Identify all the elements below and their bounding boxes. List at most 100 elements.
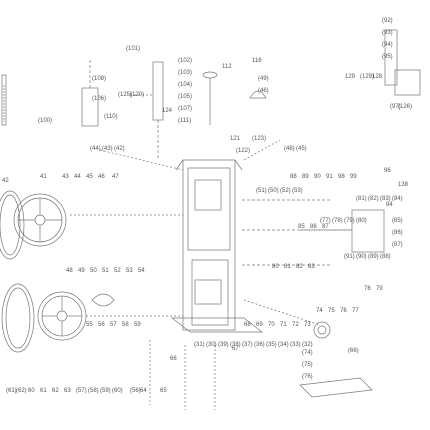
callout: 91 — [326, 174, 333, 180]
callout: 70 — [268, 322, 275, 328]
callout: 66 — [170, 356, 177, 362]
callout: (49) — [258, 76, 269, 82]
callout: (107) — [178, 106, 192, 112]
callout: 57 — [110, 322, 117, 328]
callout: 124 — [162, 108, 173, 114]
callout: (74) — [302, 350, 313, 356]
callout: 50 — [90, 268, 97, 274]
callout: 129 — [345, 74, 356, 80]
callout: (30) — [206, 342, 217, 348]
callout: (56) — [130, 388, 141, 394]
callout: (105) — [178, 94, 192, 100]
callout: 46 — [98, 174, 105, 180]
callout: (111) — [178, 118, 191, 124]
callout: (33) — [290, 342, 301, 348]
callout: (34) — [278, 342, 289, 348]
callout: 116 — [252, 58, 262, 64]
callout: (91) — [344, 254, 355, 260]
leader-lines — [70, 94, 321, 410]
blade-guide-bracket — [384, 29, 421, 96]
callout: (126) — [398, 104, 412, 110]
callout: 85 — [298, 224, 305, 230]
callout: (58) — [88, 388, 99, 394]
callout: (35) — [266, 342, 277, 348]
callout: 55 — [86, 322, 93, 328]
callout: (57) — [76, 388, 87, 394]
callout: 44 — [74, 174, 81, 180]
callout: 52 — [114, 268, 121, 274]
callout: 43 — [62, 174, 69, 180]
callout: 64 — [140, 388, 147, 394]
callout: (83) — [380, 196, 391, 202]
main-frame — [175, 159, 243, 331]
callout: 76 — [340, 308, 347, 314]
callout: (79) — [344, 218, 355, 224]
callout: (92) — [382, 18, 393, 24]
callout: 71 — [280, 322, 287, 328]
callout: 77 — [352, 308, 359, 314]
callout: (120) — [130, 92, 144, 98]
callout: (84) — [392, 196, 403, 202]
callout: (51) — [256, 188, 267, 194]
callout: 90 — [314, 174, 321, 180]
callout: 74 — [316, 308, 323, 314]
callout: 62 — [52, 388, 59, 394]
callout: (100) — [38, 118, 52, 124]
callout: (42) — [114, 146, 125, 152]
callout: 83 — [308, 264, 315, 270]
upper-bracket — [81, 60, 99, 127]
callout: (46) — [284, 146, 295, 152]
callout: (80) — [356, 218, 367, 224]
callout: 73 — [304, 322, 311, 328]
callout: (95) — [382, 54, 393, 60]
callout: (50) — [268, 188, 279, 194]
callout: (76) — [302, 374, 313, 380]
callout: 56 — [98, 322, 105, 328]
callout: 112 — [222, 64, 232, 70]
motor-pulley — [313, 321, 331, 339]
callout: (62) — [16, 388, 27, 394]
callout: 54 — [138, 268, 145, 274]
callout: 86 — [310, 224, 317, 230]
callout: 65 — [160, 388, 167, 394]
callout: 80 — [272, 264, 279, 270]
callout: (46) — [258, 88, 269, 94]
callout: 69 — [256, 322, 263, 328]
callout: 79 — [376, 286, 383, 292]
callout: 67 — [232, 346, 239, 352]
callout: (66) — [348, 348, 359, 354]
callout: (39) — [218, 342, 229, 348]
callout: 58 — [122, 322, 129, 328]
callout: (45) — [296, 146, 307, 152]
stand-leg — [299, 377, 373, 398]
lower-wheel-tire — [1, 283, 35, 353]
callout: (78) — [332, 218, 343, 224]
guard-cap — [249, 90, 267, 99]
callout: (102) — [178, 58, 192, 64]
upper-wheel-tire — [0, 190, 25, 260]
callout: 60 — [28, 388, 35, 394]
callout: 88 — [290, 174, 297, 180]
callout: (43) — [102, 146, 113, 152]
callout: 51 — [102, 268, 109, 274]
callout: 78 — [364, 286, 371, 292]
callout: (44) — [90, 146, 101, 152]
callout: 84 — [386, 202, 393, 208]
callout: (104) — [178, 82, 192, 88]
callout: (125) — [118, 92, 132, 98]
callout: (88) — [380, 254, 391, 260]
callout: 87 — [322, 224, 329, 230]
callout: (75) — [302, 362, 313, 368]
callout: 48 — [66, 268, 73, 274]
callout: 121 — [230, 136, 241, 142]
callout: (108) — [92, 76, 106, 82]
callout: (31) — [194, 342, 205, 348]
callout: (86) — [392, 230, 403, 236]
callout: (123) — [252, 136, 266, 142]
callout: (82) — [368, 196, 379, 202]
tension-knob — [202, 71, 218, 125]
callout: (52) — [280, 188, 291, 194]
callout: 96 — [384, 168, 391, 174]
callout: (89) — [368, 254, 379, 260]
callout: 81 — [284, 264, 291, 270]
